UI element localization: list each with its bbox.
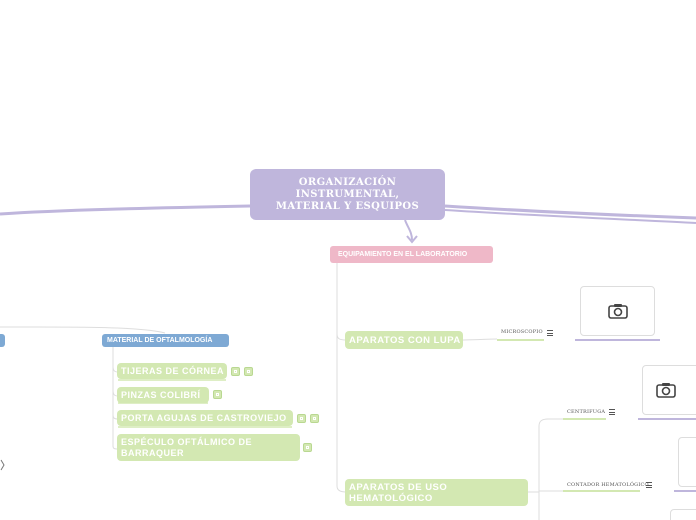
image-placeholder[interactable] bbox=[642, 365, 696, 415]
list-icon[interactable] bbox=[231, 367, 240, 376]
item-especulo-oftalmico-label: ESPÉCULO OFTÁLMICO DE BARRAQUER bbox=[121, 436, 253, 458]
item-porta-agujas-label: PORTA AGUJAS DE CASTROVIEJO bbox=[121, 412, 287, 423]
topic-aparatos-con-lupa[interactable]: APARATOS CON LUPA bbox=[345, 331, 463, 349]
topic-aparatos-con-lupa-label: APARATOS CON LUPA bbox=[349, 334, 461, 346]
root-topic[interactable]: ORGANIZACIÓN INSTRUMENTAL, MATERIAL Y ES… bbox=[250, 169, 445, 220]
topic-equipamiento-label: EQUIPAMIENTO EN EL LABORATORIO bbox=[338, 251, 468, 258]
item-pinzas-colibri[interactable]: PINZAS COLIBRÍ bbox=[117, 387, 209, 403]
subtopic-centrifuga[interactable]: CENTRIFUGA bbox=[567, 409, 605, 415]
subtopic-contador-hematologico-label: CONTADOR HEMATOLÓGICO bbox=[567, 482, 649, 488]
note-icon[interactable] bbox=[310, 414, 319, 423]
note-icon[interactable] bbox=[303, 443, 312, 452]
image-placeholder[interactable] bbox=[678, 437, 696, 487]
topic-oftalmologia-label: MATERIAL DE OFTALMOLOGÍA bbox=[107, 337, 213, 344]
item-porta-agujas[interactable]: PORTA AGUJAS DE CASTROVIEJO bbox=[117, 410, 293, 426]
cropped-icon bbox=[0, 459, 5, 471]
topic-oftalmologia[interactable]: MATERIAL DE OFTALMOLOGÍA bbox=[102, 334, 229, 347]
camera-icon bbox=[656, 383, 676, 398]
item-tijeras-de-cornea[interactable]: TIJERAS DE CÓRNEA bbox=[117, 363, 227, 379]
subtopic-microscopio-label: MICROSCOPIO bbox=[501, 329, 543, 335]
subtopic-contador-hematologico[interactable]: CONTADOR HEMATOLÓGICO bbox=[567, 482, 649, 488]
camera-icon bbox=[607, 304, 628, 319]
list-icon[interactable] bbox=[547, 330, 553, 336]
image-placeholder[interactable] bbox=[670, 509, 696, 520]
topic-equipamiento[interactable]: EQUIPAMIENTO EN EL LABORATORIO bbox=[330, 246, 493, 263]
subtopic-centrifuga-label: CENTRIFUGA bbox=[567, 409, 606, 415]
topic-cropped-left[interactable] bbox=[0, 334, 5, 347]
item-tijeras-de-cornea-label: TIJERAS DE CÓRNEA bbox=[121, 365, 225, 376]
note-icon[interactable] bbox=[213, 390, 222, 399]
topic-aparatos-hematologico[interactable]: APARATOS DE USO HEMATOLÓGICO bbox=[345, 479, 528, 506]
subtopic-microscopio[interactable]: MICROSCOPIO bbox=[501, 329, 543, 335]
list-icon[interactable] bbox=[646, 482, 652, 488]
list-icon[interactable] bbox=[609, 409, 615, 415]
list-icon[interactable] bbox=[297, 414, 306, 423]
root-topic-label: ORGANIZACIÓN INSTRUMENTAL, MATERIAL Y ES… bbox=[275, 176, 420, 212]
note-icon[interactable] bbox=[244, 367, 253, 376]
item-especulo-oftalmico[interactable]: ESPÉCULO OFTÁLMICO DE BARRAQUER bbox=[117, 434, 300, 461]
topic-aparatos-hematologico-label: APARATOS DE USO HEMATOLÓGICO bbox=[349, 481, 448, 504]
image-placeholder[interactable] bbox=[580, 286, 655, 336]
item-pinzas-colibri-label: PINZAS COLIBRÍ bbox=[121, 389, 201, 400]
